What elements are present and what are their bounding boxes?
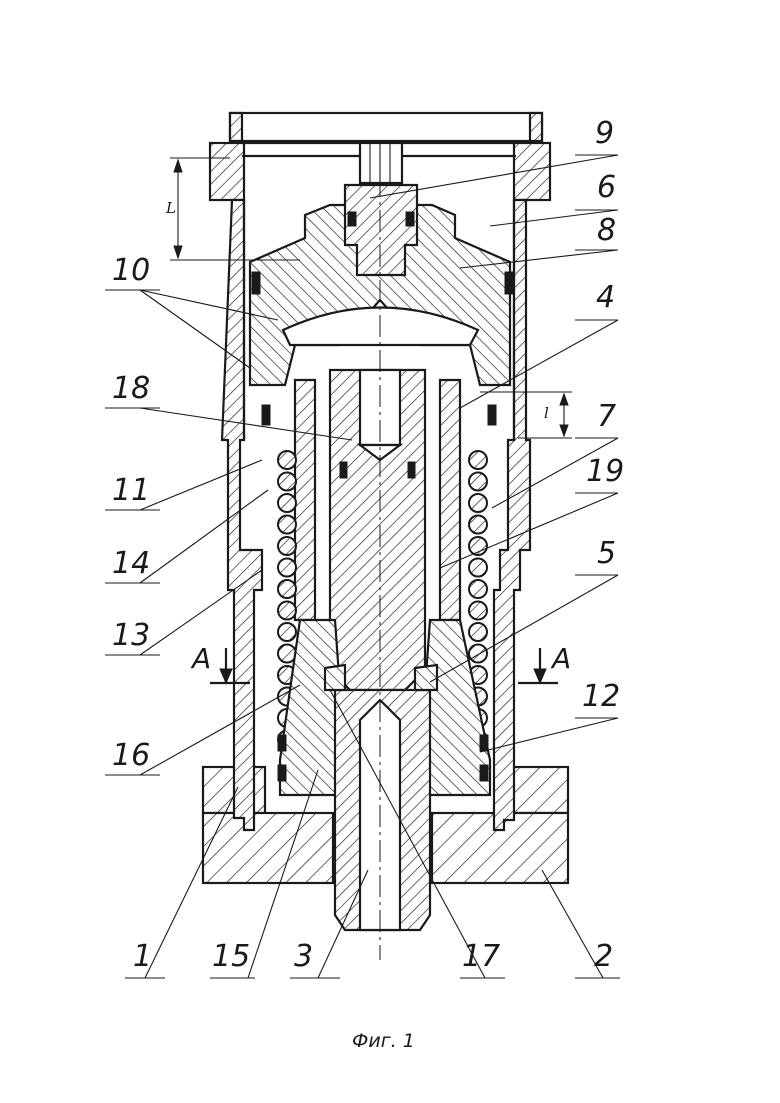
dimension-l-label: l [544, 404, 549, 422]
label-16: 16 [112, 738, 150, 773]
spring-coil [469, 559, 487, 577]
figure-caption: Фиг. 1 [352, 1030, 415, 1052]
spring-coil [469, 602, 487, 620]
spring-coil [469, 623, 487, 641]
spring-coil [278, 537, 296, 555]
rod-18 [330, 370, 425, 690]
label-9: 9 [595, 116, 614, 151]
label-12: 12 [582, 679, 620, 714]
spring-coil [278, 623, 296, 641]
label-7: 7 [597, 399, 616, 434]
spring-coil [469, 645, 487, 663]
label-1: 1 [133, 939, 152, 974]
label-17: 17 [462, 939, 500, 974]
label-11: 11 [112, 473, 150, 508]
label-18: 18 [112, 371, 150, 406]
dimension-L-label: L [165, 199, 176, 217]
spring-coil [278, 494, 296, 512]
spring-coil [278, 473, 296, 491]
label-6: 6 [597, 170, 616, 205]
spring-coil [278, 451, 296, 469]
spring-coil [469, 494, 487, 512]
spring-coil [278, 559, 296, 577]
section-label-left: A [190, 642, 211, 675]
label-10: 10 [112, 253, 150, 288]
spring-coil [469, 451, 487, 469]
label-14: 14 [112, 546, 150, 581]
spring-coil [278, 516, 296, 534]
label-19: 19 [586, 454, 624, 489]
label-3: 3 [294, 939, 313, 974]
spring-coil [469, 516, 487, 534]
spring-coil [469, 580, 487, 598]
spring-coil [469, 473, 487, 491]
section-label-right: A [550, 642, 571, 675]
label-8: 8 [597, 213, 616, 248]
label-15: 15 [212, 939, 250, 974]
label-13: 13 [112, 618, 150, 653]
spring-coil [278, 602, 296, 620]
spring-coil [278, 580, 296, 598]
label-2: 2 [594, 939, 613, 974]
label-5: 5 [597, 536, 616, 571]
label-4: 4 [596, 280, 615, 315]
